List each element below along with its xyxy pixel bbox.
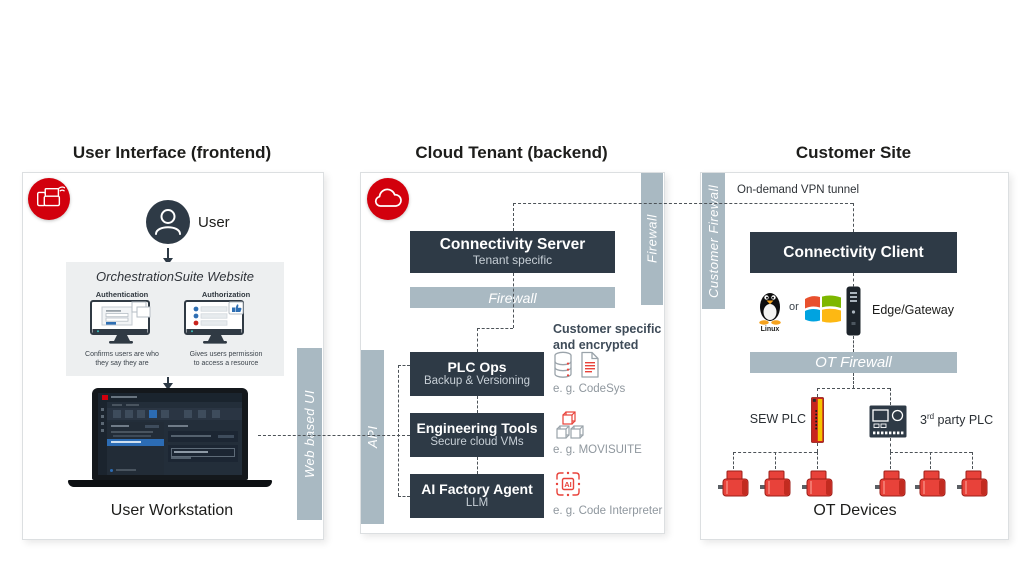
service-subtitle: Secure cloud VMs bbox=[430, 436, 524, 449]
edge-gateway-label: Edge/Gateway bbox=[872, 303, 954, 317]
connector-line bbox=[817, 452, 818, 469]
connectivity-client-box: Connectivity Client bbox=[750, 232, 957, 273]
user-avatar bbox=[146, 200, 190, 244]
connector-line bbox=[513, 203, 853, 204]
cloud-firewall-bar: Firewall bbox=[641, 173, 663, 305]
windows-icon bbox=[805, 295, 841, 323]
authentication-monitor-icon bbox=[90, 300, 151, 344]
connector-line bbox=[398, 365, 399, 496]
user-icon bbox=[155, 209, 181, 235]
motor-icon bbox=[802, 470, 833, 497]
service-subtitle: LLM bbox=[465, 497, 489, 510]
connector-line bbox=[853, 336, 854, 352]
motor-icon bbox=[875, 470, 906, 497]
third-party-plc-label: 3rd party PLC bbox=[920, 412, 994, 428]
encrypted-note: Customer specific and encrypted bbox=[553, 322, 662, 352]
connector-line bbox=[890, 438, 891, 452]
linux-label: Linux bbox=[760, 326, 780, 333]
connector-line bbox=[258, 435, 410, 436]
client-title: Connectivity Client bbox=[783, 243, 924, 261]
example-codesys: e. g. CodeSys bbox=[553, 383, 626, 395]
or-label: or bbox=[789, 301, 799, 313]
connector-line bbox=[890, 452, 891, 469]
connector-line bbox=[733, 452, 734, 469]
svg-text:AI: AI bbox=[564, 480, 572, 489]
ai-factory-agent-box: AI Factory Agent LLM bbox=[410, 474, 544, 518]
connector-line bbox=[853, 273, 854, 287]
workstation-label: User Workstation bbox=[110, 502, 234, 519]
arrow-head bbox=[163, 383, 173, 390]
authorization-monitor-icon bbox=[184, 300, 244, 344]
motor-icon bbox=[915, 470, 946, 497]
connectivity-server-box: Connectivity Server Tenant specific bbox=[410, 231, 615, 273]
connector-line bbox=[513, 273, 514, 328]
database-icon bbox=[554, 351, 572, 378]
connector-line bbox=[890, 388, 891, 405]
authentication-label: Authentication bbox=[95, 290, 149, 299]
connector-line bbox=[817, 443, 818, 452]
customer-title: Customer Site bbox=[795, 143, 912, 162]
connector-line bbox=[477, 328, 478, 352]
plc-ops-box: PLC Ops Backup & Versioning bbox=[410, 352, 544, 396]
connector-line bbox=[817, 388, 890, 389]
ot-firewall-bar: OT Firewall bbox=[750, 352, 957, 373]
devices-icon bbox=[37, 186, 65, 207]
firewall-bar-horizontal: Firewall bbox=[410, 287, 615, 308]
example-code-interpreter: e. g. Code Interpreter bbox=[553, 505, 663, 517]
arrow-website-to-laptop bbox=[167, 377, 169, 385]
cubes-icon bbox=[556, 411, 584, 439]
connector-line bbox=[972, 452, 973, 469]
cloud-icon bbox=[374, 188, 402, 207]
service-title: Engineering Tools bbox=[416, 420, 538, 437]
customer-firewall-bar: Customer Firewall bbox=[702, 173, 725, 309]
motor-icon bbox=[760, 470, 791, 497]
ai-chip-icon: AI bbox=[555, 471, 581, 497]
user-label: User bbox=[198, 214, 230, 231]
third-party-plc-icon bbox=[869, 405, 907, 438]
connector-line bbox=[513, 203, 514, 231]
arrow-head bbox=[163, 258, 173, 265]
connector-line bbox=[398, 365, 410, 366]
laptop-screen bbox=[98, 393, 242, 475]
cloud-badge bbox=[367, 178, 409, 220]
motor-icon bbox=[957, 470, 988, 497]
connector-line bbox=[477, 396, 478, 413]
arrow-user-to-website bbox=[167, 248, 169, 260]
authorization-caption: Gives users permission to access a resou… bbox=[189, 351, 263, 368]
devices-badge bbox=[28, 178, 70, 220]
laptop-base bbox=[68, 480, 272, 487]
example-movisuite: e. g. MOVISUITE bbox=[553, 444, 642, 456]
connector-line bbox=[477, 457, 478, 474]
document-icon bbox=[581, 351, 599, 378]
server-subtitle: Tenant specific bbox=[472, 253, 553, 267]
vpn-tunnel-label: On-demand VPN tunnel bbox=[737, 184, 860, 196]
website-title: OrchestrationSuite Website bbox=[96, 269, 254, 284]
service-subtitle: Backup & Versioning bbox=[423, 375, 531, 388]
edge-gateway-icon bbox=[846, 286, 861, 336]
connector-line bbox=[817, 388, 818, 397]
connector-line bbox=[477, 328, 513, 329]
web-ui-bar: Web based UI bbox=[297, 348, 322, 520]
motor-icon bbox=[718, 470, 749, 497]
connector-line bbox=[853, 203, 854, 232]
authorization-label: Authorization bbox=[201, 290, 251, 299]
connector-line bbox=[398, 496, 410, 497]
connector-line bbox=[775, 452, 776, 469]
connector-line bbox=[853, 373, 854, 388]
sew-plc-icon bbox=[811, 397, 824, 443]
sew-plc-label: SEW PLC bbox=[749, 412, 806, 426]
api-bar: API bbox=[361, 350, 384, 524]
ot-devices-label: OT Devices bbox=[813, 502, 897, 519]
service-title: PLC Ops bbox=[447, 359, 507, 376]
engineering-tools-box: Engineering Tools Secure cloud VMs bbox=[410, 413, 544, 457]
authentication-caption: Confirms users are who they say they are bbox=[85, 351, 159, 368]
connector-line bbox=[930, 452, 931, 469]
backend-title: Cloud Tenant (backend) bbox=[415, 143, 608, 162]
service-title: AI Factory Agent bbox=[421, 481, 533, 498]
server-title: Connectivity Server bbox=[439, 236, 586, 254]
frontend-title: User Interface (frontend) bbox=[72, 143, 272, 162]
linux-icon bbox=[759, 293, 781, 325]
website-box: OrchestrationSuite Website Authenticatio… bbox=[66, 262, 284, 376]
connector-line bbox=[890, 452, 972, 453]
